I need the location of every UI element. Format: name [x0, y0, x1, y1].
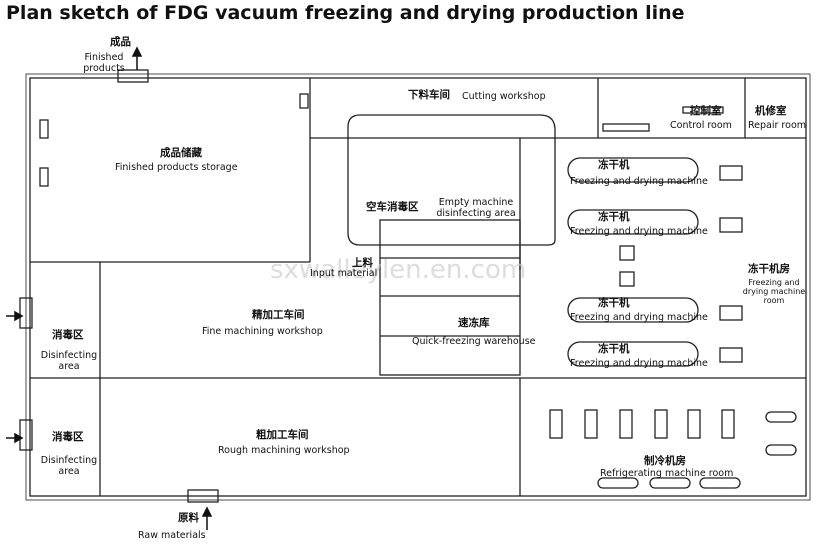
- outer-wall: [29, 77, 807, 497]
- control-zh: 控制室: [690, 105, 722, 117]
- disinfect2-zh: 消毒区: [52, 431, 84, 443]
- repair-zh: 机修室: [755, 105, 787, 117]
- raw-en: Raw materials: [138, 530, 206, 541]
- fdroom-en: Freezing and drying machine room: [742, 278, 806, 305]
- cutting-en: Cutting workshop: [462, 91, 546, 102]
- freezer3-zh: 冻干机: [598, 297, 630, 309]
- empty-en: Empty machine disinfecting area: [436, 197, 516, 219]
- rough-en: Rough machining workshop: [218, 445, 350, 456]
- refrig-zh: 制冷机房: [644, 455, 686, 467]
- freezer2-zh: 冻干机: [598, 211, 630, 223]
- freeze-dryer-1: [567, 157, 699, 183]
- conveyor-loop: [347, 114, 556, 246]
- input-en: Input material: [310, 268, 378, 279]
- freeze-dryer-4: [567, 341, 699, 367]
- fine-zh: 精加工车间: [252, 309, 305, 321]
- disinfect1-en: Disinfecting area: [40, 350, 98, 372]
- input-zh: 上料: [352, 257, 373, 269]
- disinfect1-zh: 消毒区: [52, 329, 84, 341]
- quick-en: Quick-freezing warehouse: [412, 336, 536, 347]
- fine-en: Fine machining workshop: [202, 326, 323, 337]
- storage-zh: 成品储藏: [160, 147, 202, 159]
- empty-zh: 空车消毒区: [366, 201, 419, 213]
- freezer2-en: Freezing and drying machine: [570, 226, 708, 237]
- quick-zh: 速冻库: [458, 317, 490, 329]
- finished-zh: 成品: [110, 36, 131, 48]
- storage-en: Finished products storage: [115, 162, 238, 173]
- cutting-zh: 下料车间: [408, 89, 450, 101]
- quick-freezing-room: [379, 219, 521, 376]
- repair-en: Repair room: [748, 120, 807, 131]
- raw-zh: 原料: [178, 512, 199, 524]
- freezer4-en: Freezing and drying machine: [570, 358, 708, 369]
- diagram-title: Plan sketch of FDG vacuum freezing and d…: [6, 2, 685, 24]
- fdroom-zh: 冻干机房: [748, 263, 790, 275]
- finished-en: Finished products: [83, 52, 125, 74]
- freezer1-en: Freezing and drying machine: [570, 176, 708, 187]
- freezer4-zh: 冻干机: [598, 343, 630, 355]
- watermark: sxwalleylen.en.com: [270, 255, 527, 285]
- outer-wall-inner: [25, 73, 811, 501]
- freezer1-zh: 冻干机: [598, 159, 630, 171]
- freezer3-en: Freezing and drying machine: [570, 312, 708, 323]
- rough-zh: 粗加工车间: [256, 429, 309, 441]
- control-en: Control room: [670, 120, 732, 131]
- freeze-dryer-2: [567, 209, 699, 235]
- refrig-en: Refrigerating machine room: [600, 468, 734, 479]
- freeze-dryer-3: [567, 297, 699, 323]
- disinfect2-en: Disinfecting area: [40, 455, 98, 477]
